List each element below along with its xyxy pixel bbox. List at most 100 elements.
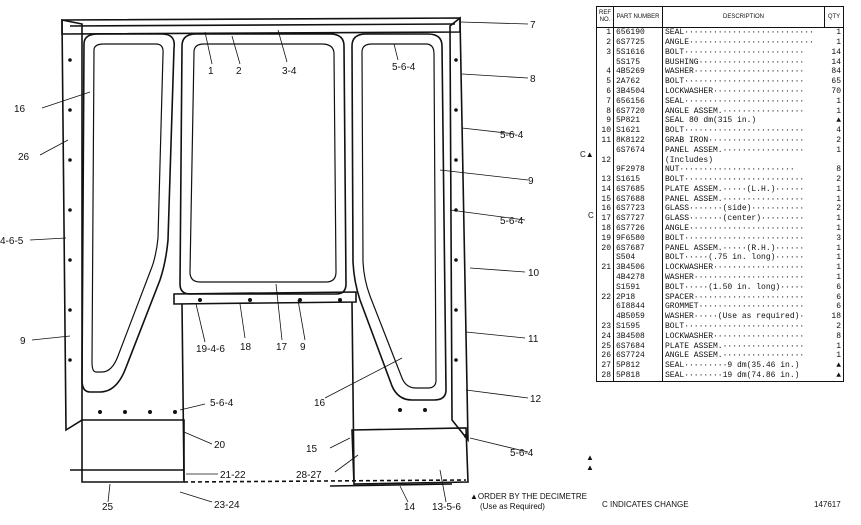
cell-ref: 5 <box>596 76 614 87</box>
cell-ref: 10 <box>596 125 614 136</box>
cell-desc: GRAB IRON···················· <box>665 135 805 145</box>
cell-ref: 2 <box>596 37 614 48</box>
cell-pn: 6S7688 <box>613 194 663 205</box>
parts-table-header: REF NO. PART NUMBER DESCRIPTION QTY <box>596 6 844 28</box>
cell-desc: BOLT························· <box>665 126 805 136</box>
cell-qty: 1 <box>824 145 844 156</box>
cell-pn: 6S7726 <box>613 223 663 234</box>
cell-pn: 6S7727 <box>613 214 663 224</box>
cell-desc: SEAL························· <box>665 96 805 106</box>
cell-desc: WASHER·····(Use as required)· <box>665 312 805 322</box>
callout-label: 21-22 <box>220 470 246 481</box>
cell-qty: 1 <box>824 184 844 195</box>
cell-qty: 70 <box>824 86 844 97</box>
cell-pn: 5S1616 <box>613 47 663 58</box>
order-note-line-2: (Use as Required) <box>480 502 545 511</box>
cell-pn: 656156 <box>613 96 663 107</box>
cell-qty: ▲ <box>824 361 844 371</box>
cell-ref: 13 <box>596 174 614 185</box>
cell-desc: PLATE ASSEM.·····(L.H.)······ <box>665 184 805 194</box>
callout-label: 17 <box>276 342 288 353</box>
callout-label: 5-6-4 <box>510 448 534 459</box>
cell-pn: S1621 <box>613 125 663 136</box>
cell-ref: 8 <box>596 106 614 117</box>
cell-ref: 3 <box>596 47 614 58</box>
cell-ref: 27 <box>596 361 614 371</box>
cell-qty: 1 <box>824 272 844 283</box>
cell-ref: 23 <box>596 321 614 332</box>
cell-qty: 6 <box>824 302 844 313</box>
cell-qty: 2 <box>824 321 844 332</box>
header-part-number: PART NUMBER <box>613 6 663 28</box>
cell-ref: 21 <box>596 263 614 273</box>
cell-desc: BOLT························· <box>665 322 805 332</box>
table-row: 12 (Includes) <box>596 155 844 166</box>
callout-label: 19-4-6 <box>196 344 225 355</box>
order-marker: ▲ <box>586 463 594 472</box>
cell-qty: 1 <box>824 96 844 107</box>
cell-qty: 18 <box>824 312 844 322</box>
cell-ref <box>596 282 614 293</box>
cell-ref: 28 <box>596 370 614 382</box>
change-marker: C▲ <box>580 150 594 159</box>
change-note: C INDICATES CHANGE <box>602 500 689 509</box>
header-description: DESCRIPTION <box>662 6 825 28</box>
cell-desc: WASHER······················· <box>665 67 805 77</box>
cell-pn: 6I8844 <box>613 302 663 313</box>
callout-label: 5-6-4 <box>210 398 234 409</box>
callout-label: 11 <box>528 334 539 345</box>
cell-qty: 1 <box>824 27 844 38</box>
callout-label: 9 <box>20 336 26 347</box>
cell-desc: SEAL········19 dm(74.86 in.) <box>662 370 825 382</box>
cell-pn: 2A762 <box>613 76 663 87</box>
cell-qty <box>824 155 844 166</box>
callout-label: 15 <box>306 444 318 455</box>
cell-pn: 6S7720 <box>613 106 663 117</box>
cell-ref <box>596 253 614 264</box>
header-qty: QTY <box>824 6 844 28</box>
cell-pn: S504 <box>613 253 663 264</box>
cell-desc: BOLT························· <box>665 233 805 243</box>
callout-label: 2 <box>236 66 242 77</box>
callout-label: 9 <box>528 176 534 187</box>
cell-desc: PANEL ASSEM.················· <box>665 194 805 204</box>
cell-desc: BUSHING······················ <box>665 57 805 67</box>
cell-desc: ANGLE ASSEM.················· <box>665 351 805 361</box>
cell-ref: 26 <box>596 351 614 362</box>
cell-pn: 5P812 <box>613 361 663 371</box>
cell-desc: PANEL ASSEM.·····(R.H.)······ <box>665 243 805 253</box>
cell-desc: NUT························ <box>665 165 795 175</box>
cell-pn: 6S7687 <box>613 243 663 254</box>
cell-qty: ▲ <box>824 370 844 382</box>
cell-ref: 22 <box>596 292 614 303</box>
cell-desc: (Includes) <box>665 155 714 165</box>
callout-label: 8 <box>530 74 536 85</box>
cell-pn: 6S7724 <box>613 351 663 362</box>
cell-qty: 4 <box>824 125 844 136</box>
cell-qty: 1 <box>824 194 844 205</box>
cell-desc: ANGLE························ <box>665 224 805 234</box>
callout-label: 1 <box>208 66 214 77</box>
cell-desc: BOLT························· <box>665 77 805 87</box>
callout-label: 10 <box>528 268 540 279</box>
cell-qty: 8 <box>824 165 844 175</box>
callout-label: 26 <box>18 152 30 163</box>
